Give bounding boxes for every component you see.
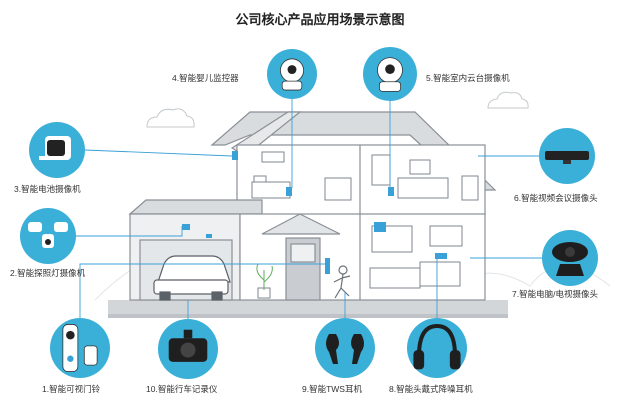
label-baby-monitor: 4.智能婴儿监控器 (172, 73, 239, 83)
anc-headphones-node (407, 318, 467, 378)
upper-floor (236, 144, 486, 216)
label-pc-tv-camera: 7.智能电脑/电视摄像头 (512, 289, 598, 299)
video-doorbell-icon (62, 324, 98, 372)
label-indoor-ptz: 5.智能室内云台摄像机 (426, 73, 510, 83)
label-floodlight-camera: 2.智能探照灯摄像机 (10, 268, 86, 278)
connector-lines (75, 98, 543, 325)
dashcam-node (158, 319, 218, 379)
road (108, 300, 508, 314)
video-conference-node (539, 128, 595, 184)
indoor-ptz-node (363, 47, 417, 101)
label-anc-headphones: 8.智能头戴式降噪耳机 (389, 384, 473, 394)
label-video-doorbell: 1.智能可视门铃 (42, 384, 101, 394)
webcam-icon (552, 242, 588, 276)
cloud-right (487, 91, 529, 109)
car (153, 255, 231, 301)
product-nodes (20, 47, 598, 379)
headphones-icon (413, 323, 461, 370)
garage-roof (128, 199, 263, 215)
baby-monitor-camera-icon (279, 58, 305, 91)
diagram-title: 公司核心产品应用场景示意图 (235, 12, 405, 27)
room-furniture (251, 151, 479, 299)
video-doorbell-node (50, 318, 110, 378)
tws-earbuds-circle (315, 318, 375, 378)
floodlight-camera-node (20, 208, 76, 264)
device-markers (182, 151, 447, 274)
battery-camera-icon (39, 136, 71, 160)
baby-monitor-node (267, 49, 317, 99)
label-tws-earbuds: 9.智能TWS耳机 (302, 384, 362, 394)
indoor-ptz-camera-icon (377, 57, 403, 92)
label-dashcam: 10.智能行车记录仪 (146, 384, 218, 394)
battery-camera-node (29, 122, 85, 178)
pc-tv-camera-node (542, 230, 598, 286)
tws-earbuds-node (315, 318, 375, 378)
floodlight-camera-icon (28, 222, 68, 248)
label-battery-camera: 3.智能电池摄像机 (14, 184, 81, 194)
dashcam-icon (168, 329, 208, 362)
cloud-left (146, 108, 195, 128)
label-video-conference: 6.智能视频会议摄像头 (514, 193, 598, 203)
tws-earbuds-icon (326, 334, 364, 364)
video-conference-camera-icon (545, 151, 589, 164)
video-doorbell-circle (50, 318, 110, 378)
